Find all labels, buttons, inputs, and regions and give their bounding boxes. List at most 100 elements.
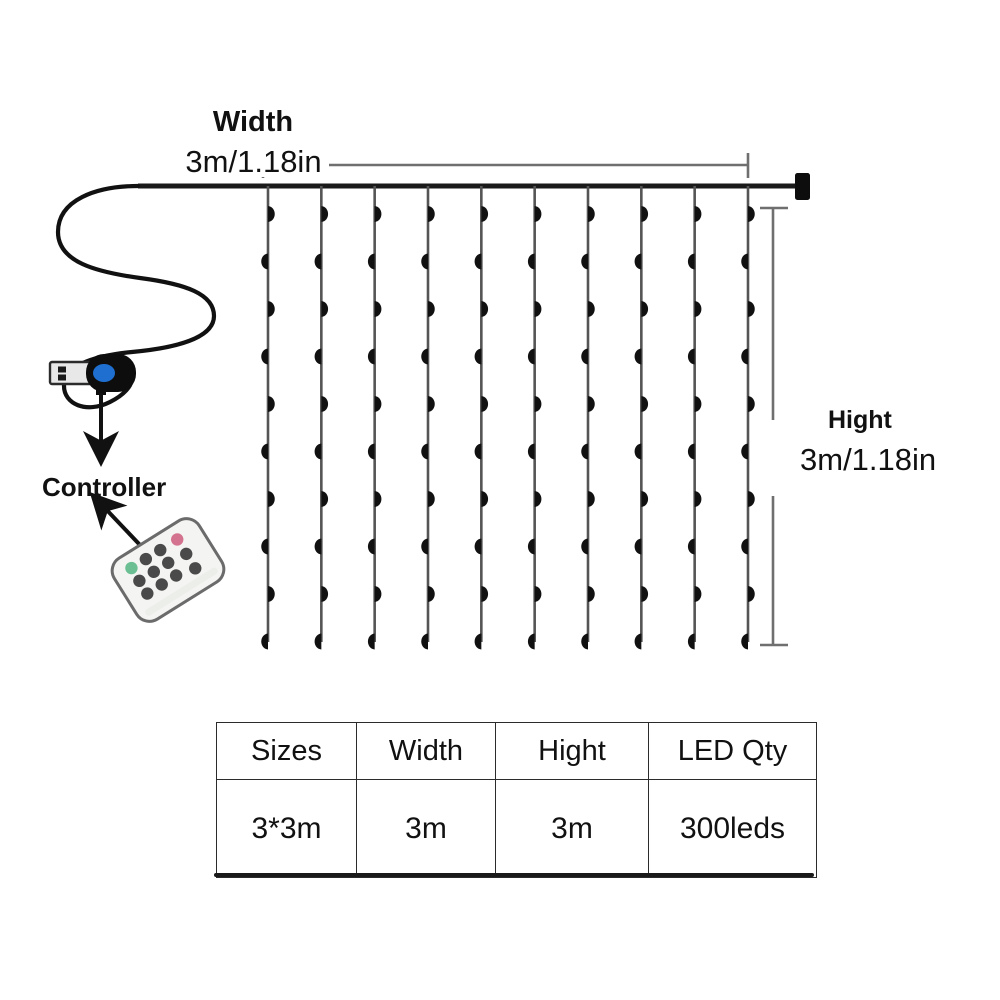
led-bulb xyxy=(428,396,435,412)
wire-end-cap xyxy=(795,173,810,200)
led-bulb xyxy=(374,491,382,507)
table-cell-hight: 3m xyxy=(495,779,649,878)
led-bulb xyxy=(481,206,489,222)
led-bulb xyxy=(581,633,588,650)
table-cell-width: 3m xyxy=(356,779,496,878)
led-bulb xyxy=(314,633,322,650)
led-bulb xyxy=(374,206,382,222)
led-bulb xyxy=(694,206,702,222)
led-bulb xyxy=(367,443,375,460)
led-bulb xyxy=(314,538,322,555)
table-header-row: Sizes Width Hight LED Qty xyxy=(216,722,817,780)
led-bulb xyxy=(581,443,588,460)
led-bulb xyxy=(261,443,268,460)
led-bulb xyxy=(321,491,329,507)
led-bulb xyxy=(581,253,588,270)
led-bulb xyxy=(687,253,695,270)
table-bottom-rule xyxy=(214,873,814,877)
led-bulb xyxy=(748,586,755,602)
led-bulb xyxy=(527,443,535,460)
led-bulb xyxy=(581,348,588,365)
table-header-sizes: Sizes xyxy=(216,722,357,780)
led-bulb xyxy=(261,253,268,270)
led-bulb xyxy=(741,253,748,270)
led-bulb xyxy=(314,253,322,270)
height-dimension-title: Hight xyxy=(828,406,892,434)
led-bulb xyxy=(588,301,595,317)
led-bulb xyxy=(534,491,542,507)
led-bulb xyxy=(527,348,535,365)
table-cell-led-qty: 300leds xyxy=(648,779,817,878)
led-bulb xyxy=(534,206,542,222)
table-header-hight: Hight xyxy=(495,722,649,780)
led-bulb xyxy=(634,633,642,650)
led-bulb xyxy=(421,538,428,555)
led-bulb xyxy=(748,396,755,412)
led-bulb xyxy=(741,633,748,650)
led-bulb xyxy=(534,301,542,317)
led-bulb xyxy=(534,396,542,412)
led-bulb xyxy=(588,396,595,412)
led-bulb xyxy=(268,491,275,507)
led-bulb xyxy=(261,348,268,365)
height-dimension-value: 3m/1.18in xyxy=(800,442,937,477)
led-bulb xyxy=(687,633,695,650)
led-bulb xyxy=(421,253,428,270)
led-bulb xyxy=(741,443,748,460)
led-bulb xyxy=(314,348,322,365)
led-bulb xyxy=(588,491,595,507)
led-bulb xyxy=(694,586,702,602)
led-bulb xyxy=(428,586,435,602)
led-bulb xyxy=(694,301,702,317)
controller-label: Controller xyxy=(42,472,167,502)
usb-led-indicator xyxy=(93,364,115,382)
power-cable xyxy=(55,183,217,410)
led-bulb xyxy=(261,538,268,555)
led-bulb xyxy=(634,253,642,270)
led-bulb xyxy=(481,396,489,412)
specification-table: Sizes Width Hight LED Qty 3*3m 3m 3m 300… xyxy=(216,722,817,878)
led-bulb xyxy=(527,633,535,650)
led-bulb xyxy=(634,538,642,555)
led-bulb xyxy=(374,396,382,412)
led-bulb xyxy=(634,348,642,365)
led-bulb xyxy=(474,348,482,365)
led-bulb xyxy=(367,538,375,555)
led-bulb xyxy=(367,633,375,650)
led-bulb xyxy=(474,253,482,270)
led-bulb xyxy=(641,206,649,222)
led-bulb xyxy=(588,586,595,602)
led-bulb xyxy=(687,348,695,365)
led-bulb xyxy=(641,491,649,507)
led-bulb xyxy=(481,491,489,507)
table-header-led-qty: LED Qty xyxy=(648,722,817,780)
led-bulb xyxy=(321,301,329,317)
led-bulb xyxy=(687,538,695,555)
led-bulb xyxy=(748,301,755,317)
led-bulb xyxy=(321,396,329,412)
remote-pointer-arrow xyxy=(89,491,142,547)
led-bulb xyxy=(748,206,755,222)
led-bulb xyxy=(314,443,322,460)
led-bulb xyxy=(741,538,748,555)
led-bulb xyxy=(374,586,382,602)
led-bulb xyxy=(527,538,535,555)
led-bulb xyxy=(268,206,275,222)
height-dimension-line xyxy=(760,206,788,647)
width-dimension-title: Width xyxy=(212,106,294,138)
led-bulb xyxy=(421,348,428,365)
led-bulb xyxy=(687,443,695,460)
led-bulb xyxy=(527,253,535,270)
width-dimension-value: 3m/1.18in xyxy=(0,146,1000,177)
table-header-width: Width xyxy=(356,722,496,780)
remote-control-icon xyxy=(110,517,226,623)
led-bulb xyxy=(641,301,649,317)
led-bulb xyxy=(268,396,275,412)
led-bulb xyxy=(534,586,542,602)
top-main-wire xyxy=(138,173,810,200)
led-bulb xyxy=(421,633,428,650)
led-bulb xyxy=(474,443,482,460)
led-bulb xyxy=(748,491,755,507)
